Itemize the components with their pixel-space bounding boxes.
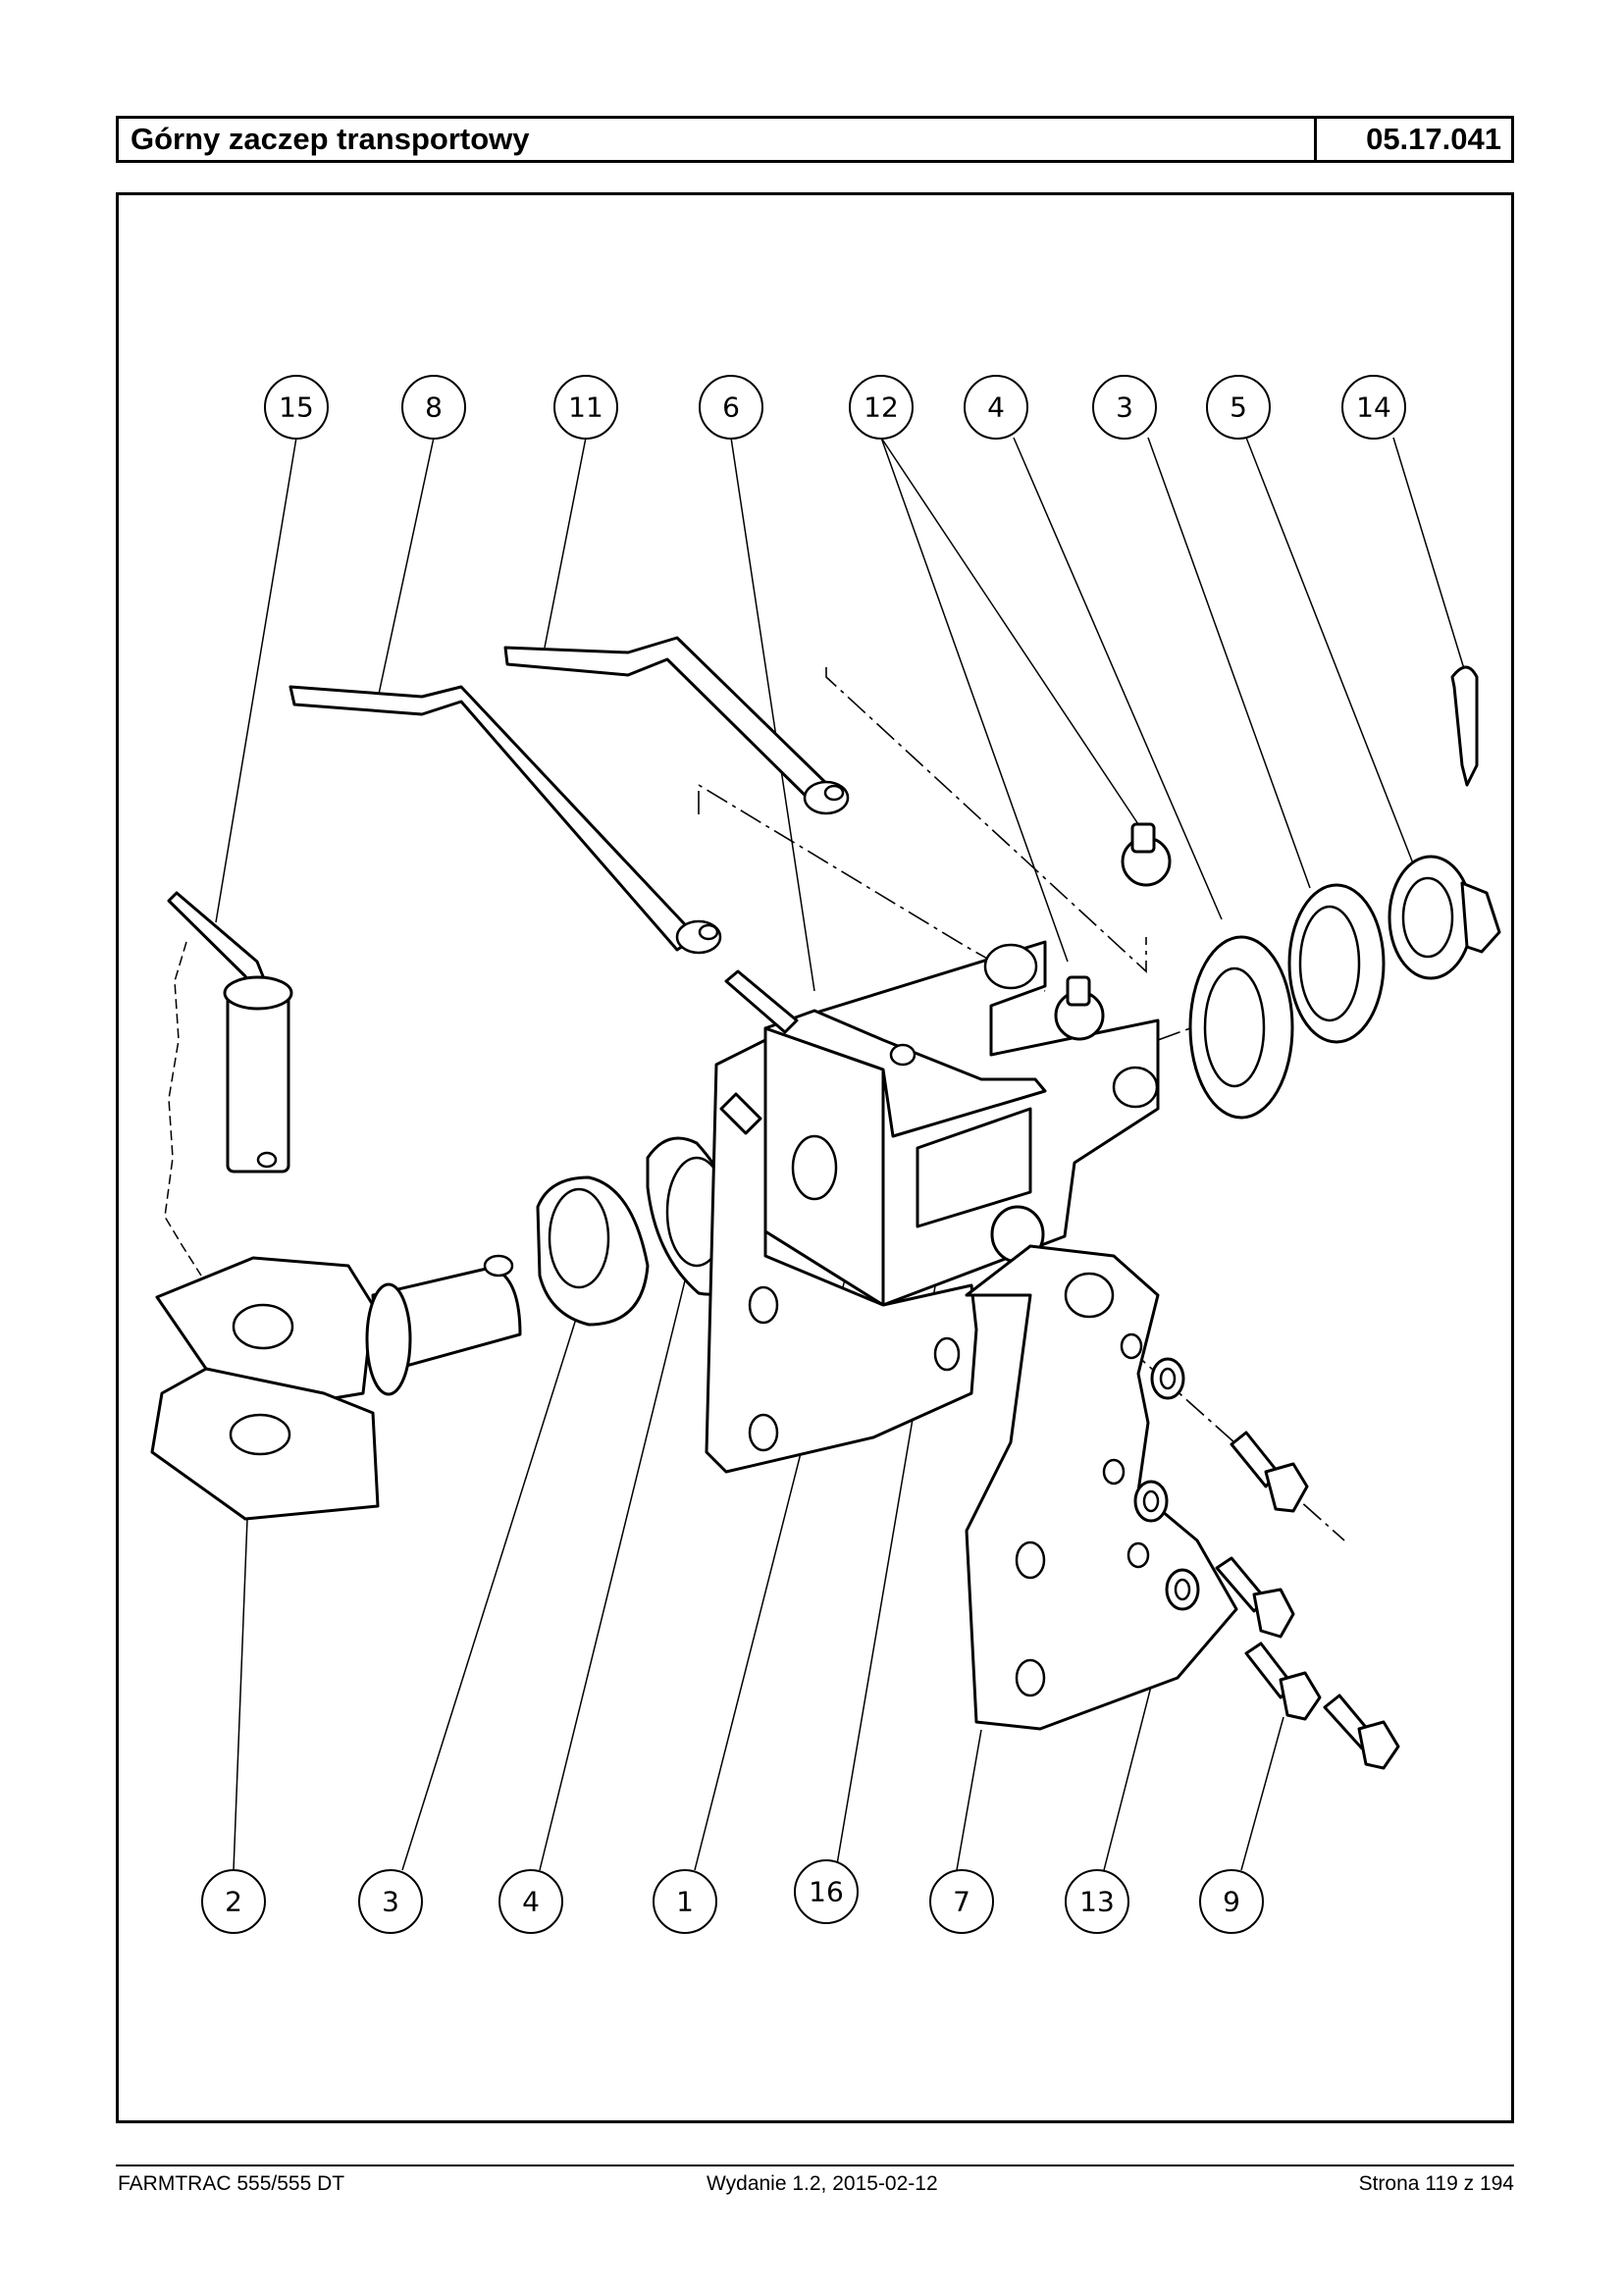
svg-text:2: 2 <box>225 1886 242 1918</box>
callout-3-bottom: 3 <box>358 1869 423 1934</box>
footer-edition: Wydanie 1.2, 2015-02-12 <box>707 2172 938 2195</box>
svg-text:4: 4 <box>522 1886 540 1918</box>
part-3-ring-left <box>536 1175 650 1327</box>
svg-text:12: 12 <box>864 391 899 424</box>
callout-1: 1 <box>653 1869 717 1934</box>
part-3-ring-right <box>1287 883 1386 1044</box>
part-14-cotter-pin <box>1450 665 1479 787</box>
page-title: Górny zaczep transportowy <box>119 119 1317 160</box>
callout-5: 5 <box>1206 375 1271 440</box>
callout-15: 15 <box>264 375 329 440</box>
svg-text:1: 1 <box>676 1886 694 1918</box>
svg-text:13: 13 <box>1079 1886 1115 1918</box>
callout-11: 11 <box>553 375 618 440</box>
callout-4: 4 <box>964 375 1028 440</box>
callout-7: 7 <box>929 1869 994 1934</box>
callout-16: 16 <box>794 1859 859 1924</box>
callout-3: 3 <box>1092 375 1157 440</box>
callout-4-bottom: 4 <box>498 1869 563 1934</box>
part-1-bracket <box>705 940 1160 1474</box>
section-code: 05.17.041 <box>1366 122 1501 156</box>
footer-model: FARMTRAC 555/555 DT <box>118 2172 345 2195</box>
svg-text:5: 5 <box>1230 391 1247 424</box>
svg-text:3: 3 <box>1116 391 1133 424</box>
svg-text:15: 15 <box>279 391 314 424</box>
footer-divider <box>116 2165 1514 2166</box>
header-bar: Górny zaczep transportowy 05.17.041 <box>116 116 1514 163</box>
callouts-top: 15 8 11 6 12 4 3 5 14 <box>264 375 1406 440</box>
part-9-bolts <box>1215 1431 1400 1770</box>
part-7-plate <box>965 1244 1238 1731</box>
callouts-bottom: 2 3 4 1 16 7 13 9 <box>201 1859 1264 1934</box>
callout-13: 13 <box>1065 1869 1129 1934</box>
part-12-lynch-pins <box>1054 822 1172 1041</box>
svg-text:6: 6 <box>722 391 740 424</box>
svg-text:3: 3 <box>382 1886 399 1918</box>
svg-text:9: 9 <box>1223 1886 1240 1918</box>
svg-text:8: 8 <box>425 391 443 424</box>
callout-9: 9 <box>1199 1869 1264 1934</box>
part-5-nut <box>1388 855 1501 980</box>
svg-text:4: 4 <box>987 391 1005 424</box>
callout-8: 8 <box>401 375 466 440</box>
callout-14: 14 <box>1341 375 1406 440</box>
part-15-pin-with-chain <box>164 891 293 1277</box>
svg-text:14: 14 <box>1356 391 1391 424</box>
svg-text:7: 7 <box>953 1886 970 1918</box>
part-8-lever <box>288 685 722 955</box>
svg-text:11: 11 <box>568 391 603 424</box>
callout-2: 2 <box>201 1869 266 1934</box>
part-13-washers <box>1133 1357 1200 1611</box>
callout-12: 12 <box>849 375 914 440</box>
part-2-hook <box>150 1254 522 1521</box>
part-11-lever <box>503 636 850 815</box>
part-4-seal-right <box>1188 935 1294 1120</box>
callout-6: 6 <box>699 375 763 440</box>
footer-page-number: Strona 119 z 194 <box>1358 2172 1514 2195</box>
diagram-frame <box>116 192 1514 2123</box>
svg-text:16: 16 <box>809 1876 844 1908</box>
